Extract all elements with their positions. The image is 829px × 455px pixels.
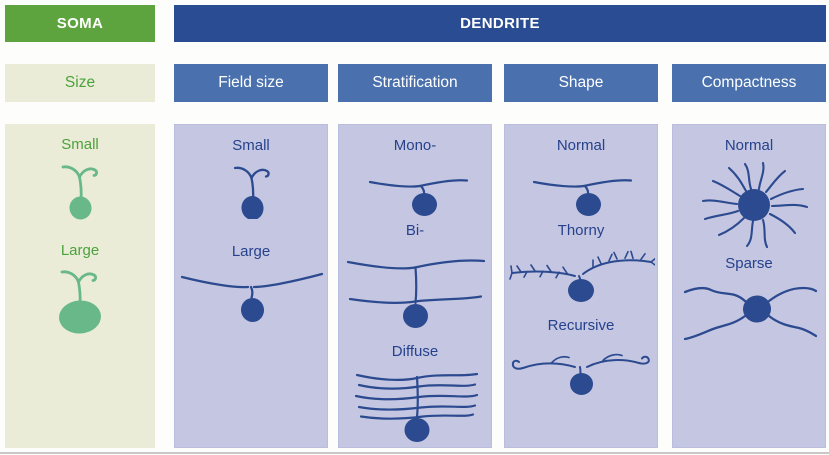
dendrite-header: DENDRITE: [174, 5, 826, 42]
panel-field-size: Small Large: [174, 124, 328, 448]
field-size-small-label: Small: [232, 137, 270, 154]
dendrite-header-label: DENDRITE: [460, 15, 540, 32]
shape-recursive-icon: [511, 353, 650, 395]
panel-compactness: Normal Sparse: [672, 124, 826, 448]
shape-recursive-label: Recursive: [547, 317, 615, 334]
panel-size: Small Large: [5, 124, 155, 448]
subheader-field-size-label: Field size: [218, 74, 284, 91]
size-large-label: Large: [60, 242, 100, 259]
field-size-large-icon: [180, 272, 324, 322]
subheader-compactness: Compactness: [672, 64, 826, 102]
soma-large-icon: [59, 270, 101, 334]
subheader-field-size: Field size: [174, 64, 328, 102]
field-size-small-icon: [233, 166, 270, 219]
stratification-diffuse-icon: [354, 372, 479, 442]
soma-header-label: SOMA: [56, 15, 104, 32]
compactness-sparse-label: Sparse: [725, 255, 773, 272]
subheader-size-label: Size: [64, 74, 96, 91]
subheader-stratification: Stratification: [338, 64, 492, 102]
shape-normal-icon: [532, 179, 633, 216]
subheader-shape: Shape: [504, 64, 658, 102]
shape-normal-label: Normal: [556, 137, 606, 154]
panel-shape: Normal Thorny Recursive: [504, 124, 658, 448]
shape-thorny-label: Thorny: [557, 222, 605, 239]
subheader-stratification-label: Stratification: [372, 74, 458, 91]
soma-header: SOMA: [5, 5, 155, 42]
compactness-normal-label: Normal: [724, 137, 774, 154]
compactness-normal-icon: [701, 161, 809, 249]
figure-bottom-rule: [0, 452, 829, 454]
size-small-label: Small: [61, 136, 99, 153]
subheader-size: Size: [5, 64, 155, 102]
panel-stratification: Mono- Bi- Diffuse: [338, 124, 492, 448]
stratification-bi-icon: [346, 259, 486, 328]
shape-thorny-icon: [509, 250, 655, 302]
stratification-mono-icon: [368, 179, 469, 216]
stratification-diffuse-label: Diffuse: [391, 343, 439, 360]
field-size-large-label: Large: [231, 243, 271, 260]
subheader-shape-label: Shape: [558, 74, 604, 91]
stratification-bi-label: Bi-: [405, 222, 425, 239]
compactness-sparse-icon: [683, 286, 818, 341]
soma-small-icon: [61, 165, 98, 220]
stratification-mono-label: Mono-: [393, 137, 437, 154]
subheader-compactness-label: Compactness: [701, 74, 797, 91]
